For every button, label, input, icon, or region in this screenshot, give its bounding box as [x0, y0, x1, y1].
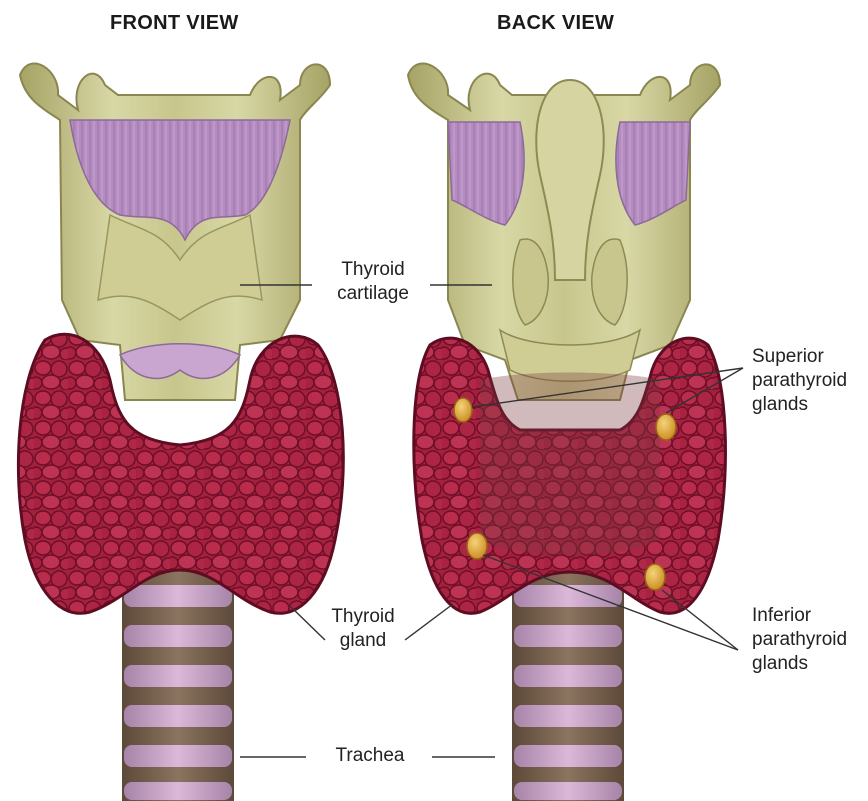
label-thyroid-gland: Thyroid gland [318, 605, 408, 653]
leader-inferior-2 [662, 590, 738, 650]
back-trachea [512, 560, 624, 801]
superior-parathyroid-right [656, 414, 676, 440]
back-view [408, 64, 725, 801]
label-superior-parathyroid-glands: Superior parathyroid glands [752, 345, 847, 417]
back-view-title: BACK VIEW [497, 12, 614, 35]
leader-gland-back [405, 604, 453, 640]
back-thyroid-gland [414, 338, 726, 613]
label-inferior-parathyroid-glands: Inferior parathyroid glands [752, 604, 847, 676]
label-trachea: Trachea [310, 744, 430, 768]
label-thyroid-cartilage: Thyroid cartilage [318, 258, 428, 306]
superior-parathyroid-left [454, 398, 472, 422]
front-view [18, 64, 343, 801]
front-trachea [122, 560, 234, 801]
front-view-title: FRONT VIEW [110, 12, 239, 35]
inferior-parathyroid-right [645, 564, 665, 590]
